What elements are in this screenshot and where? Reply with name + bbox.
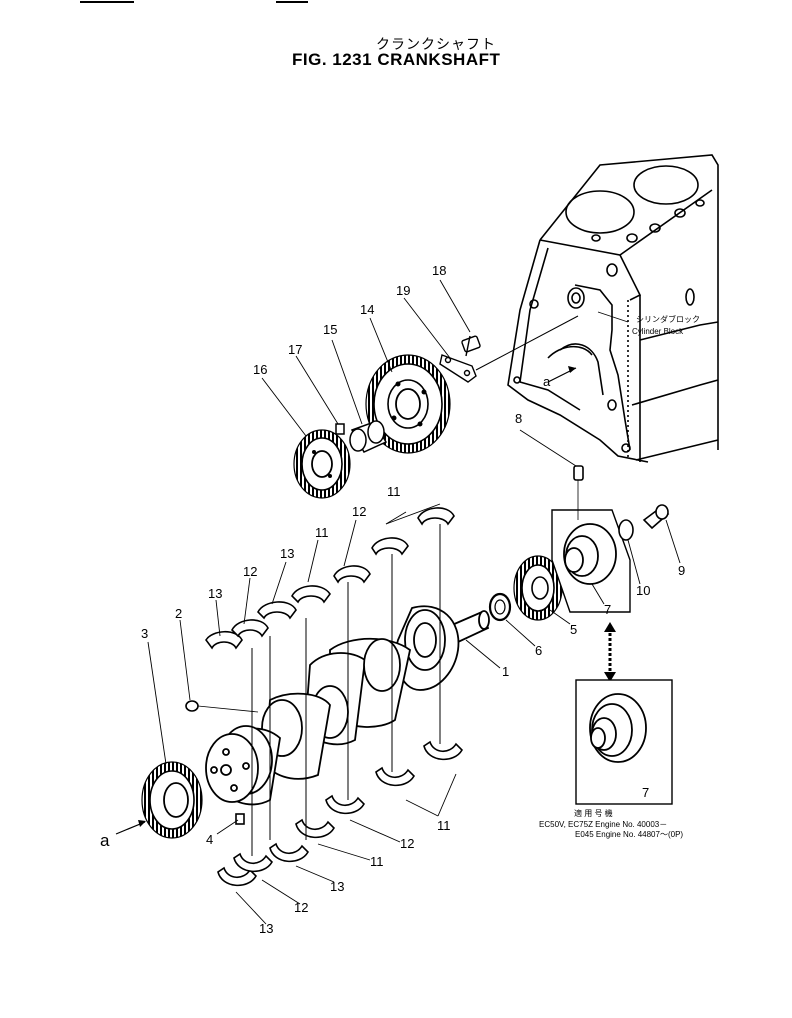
- plug-2: [185, 700, 259, 713]
- pin-8: [573, 465, 584, 481]
- main-bearings-upper: [205, 507, 455, 650]
- pin-4: [235, 813, 245, 825]
- main-bearings-lower: [217, 740, 463, 887]
- cylinder-block-leader: [597, 311, 629, 323]
- callout-13-mid: 13: [280, 546, 294, 561]
- header-rule-left: [80, 1, 134, 3]
- figure-title-japanese: クランクシャフト: [376, 37, 496, 53]
- callout-3: 3: [141, 626, 148, 641]
- view-a-label-gear: a: [100, 831, 110, 850]
- callout-14: 14: [360, 302, 374, 317]
- callout-16: 16: [253, 362, 267, 377]
- pulley-7-upper: [551, 509, 631, 613]
- bushing-15: [349, 420, 388, 453]
- callout-18: 18: [432, 263, 446, 278]
- pulley-7-lower: [575, 679, 673, 805]
- figure-title: FIG. 1231 CRANKSHAFT: [292, 50, 501, 69]
- callout-7-upper: 7: [604, 602, 611, 617]
- applicability-line-2: E045 Engine No. 44807～(0P): [575, 830, 683, 839]
- callout-12-top: 12: [352, 504, 366, 519]
- callout-19: 19: [396, 283, 410, 298]
- crankshaft-gear-14: [365, 354, 451, 454]
- double-arrow: [604, 622, 616, 682]
- view-a-arrowhead-gear: [138, 820, 146, 827]
- callout-11-top: 11: [387, 484, 401, 499]
- callout-13-lowest: 13: [259, 921, 273, 936]
- lock-plate-19: [439, 354, 477, 383]
- callout-13-bottom: 13: [330, 879, 344, 894]
- callout-2: 2: [175, 606, 182, 621]
- bearing-leader-lines: [251, 524, 441, 856]
- callout-4: 4: [206, 832, 213, 847]
- callout-17: 17: [288, 342, 302, 357]
- bolt-9: [642, 504, 670, 530]
- cylinder-block-label-jp: シリンダブロック: [636, 314, 700, 324]
- gear-5: [513, 555, 563, 621]
- callout-7-lower: 7: [642, 785, 649, 800]
- callout-5: 5: [570, 622, 577, 637]
- cylinder-block-label: Cylinder Block: [632, 327, 684, 336]
- bolt-18: [461, 335, 481, 357]
- callout-leaders: [147, 279, 681, 925]
- callout-10: 10: [636, 583, 650, 598]
- callout-13-left: 13: [208, 586, 222, 601]
- callout-9: 9: [678, 563, 685, 578]
- view-a-label-block: a: [543, 374, 551, 389]
- callout-15: 15: [323, 322, 337, 337]
- callout-6: 6: [535, 643, 542, 658]
- applicability-heading: 適 用 号 機: [574, 808, 613, 818]
- pin-17: [335, 423, 345, 435]
- washer-10: [618, 519, 634, 541]
- callout-12-mid: 12: [243, 564, 257, 579]
- callout-8: 8: [515, 411, 522, 426]
- cylinder-block: [507, 154, 719, 463]
- callout-12-lower: 12: [294, 900, 308, 915]
- callout-11-bottom: 11: [437, 818, 451, 833]
- callout-11-mid: 11: [315, 525, 329, 540]
- idler-gear-16: [293, 429, 351, 499]
- view-a-arrowhead-block: [568, 366, 576, 373]
- callout-11-lower: 11: [370, 854, 384, 869]
- applicability-line-1: EC50V, EC75Z Engine No. 40003－: [539, 820, 667, 829]
- header-rule-right: [276, 1, 308, 3]
- crank-gear-3: [141, 761, 203, 839]
- callout-1: 1: [502, 664, 509, 679]
- callout-12-bottom: 12: [400, 836, 414, 851]
